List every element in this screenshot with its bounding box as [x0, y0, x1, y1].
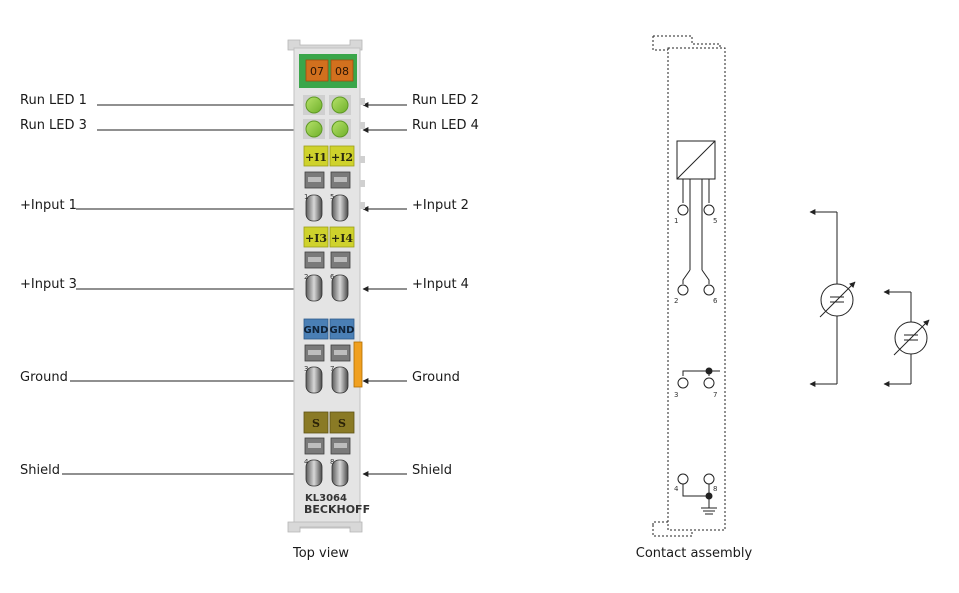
label-input-2: +Input 2: [412, 198, 469, 213]
tag-shield-1: [303, 411, 329, 434]
run-led-1: [305, 96, 323, 114]
tag-i2: [329, 145, 355, 167]
label-ground-right: Ground: [412, 370, 460, 385]
caption-top-view: Top view: [292, 546, 350, 561]
header-label-08: 08: [335, 65, 349, 78]
label-run-led-3: Run LED 3: [20, 118, 87, 133]
run-led-3: [305, 120, 323, 138]
caption-contact-assembly: Contact assembly: [635, 546, 753, 561]
label-run-led-4: Run LED 4: [412, 118, 479, 133]
current-source-2: [883, 289, 930, 387]
schem-num-7: 7: [713, 391, 717, 399]
contact-2: [677, 284, 689, 296]
tag-gnd-2-text: GND: [330, 325, 355, 336]
header-label-07: 07: [310, 65, 324, 78]
brand-logo: BECKHOFF: [304, 503, 370, 516]
schem-num-4: 4: [674, 485, 679, 493]
schem-num-5: 5: [713, 217, 717, 225]
tag-i1-text: +I1: [305, 151, 327, 164]
tag-shield-1-text: S: [312, 417, 320, 430]
module-num-8: 8: [330, 458, 334, 466]
tag-i1: [303, 145, 329, 167]
run-leds: [303, 95, 351, 139]
leader-lines: [62, 102, 407, 477]
module-num-4: 4: [304, 458, 309, 466]
tag-i4: [329, 226, 355, 248]
label-shield-right: Shield: [412, 463, 452, 478]
label-input-4: +Input 4: [412, 277, 469, 292]
housing-outline: [667, 47, 726, 531]
tag-gnd-1: [303, 318, 329, 340]
header-tag-08: [330, 59, 354, 82]
model-number: KL3064: [305, 493, 347, 504]
ground-contact-bar: [353, 341, 363, 388]
tag-i2-text: +I2: [331, 151, 353, 164]
schem-num-6: 6: [713, 297, 718, 305]
schem-num-8: 8: [713, 485, 717, 493]
tag-i3-text: +I3: [305, 232, 327, 245]
tag-i3: [303, 226, 329, 248]
run-led-4: [331, 120, 349, 138]
module-num-2: 2: [304, 273, 308, 281]
tag-gnd-2: [329, 318, 355, 340]
tag-i4-text: +I4: [331, 232, 353, 245]
module-num-5: 5: [330, 193, 334, 201]
tag-shield-2-text: S: [338, 417, 346, 430]
module-num-3: 3: [304, 365, 308, 373]
schem-num-1: 1: [674, 217, 678, 225]
label-run-led-1: Run LED 1: [20, 93, 87, 108]
tag-gnd-1-text: GND: [304, 325, 329, 336]
header-tag-07: [305, 59, 329, 82]
earth-icon: [701, 507, 717, 515]
contact-8: [703, 473, 715, 485]
module-num-6: 6: [330, 273, 335, 281]
contact-5: [703, 204, 715, 216]
label-run-led-2: Run LED 2: [412, 93, 479, 108]
module-num-7: 7: [330, 365, 334, 373]
tag-shield-2: [329, 411, 355, 434]
current-source-1: [809, 209, 856, 387]
contact-assembly-schematic: [652, 35, 726, 537]
spring-terminals: [304, 171, 351, 487]
terminal-module: 07 08 +I1 +I2 +I3 +I4 GND GND S: [287, 39, 370, 533]
label-input-1: +Input 1: [20, 198, 77, 213]
module-num-1: 1: [304, 193, 308, 201]
contact-3: [677, 377, 689, 389]
schem-num-2: 2: [674, 297, 678, 305]
converter-diagonal: [676, 140, 716, 180]
side-ridges: [360, 98, 365, 209]
run-led-2: [331, 96, 349, 114]
contact-4: [677, 473, 689, 485]
schem-num-3: 3: [674, 391, 678, 399]
bridge-node-37: [705, 367, 713, 375]
label-shield-left: Shield: [20, 463, 60, 478]
contact-6: [703, 284, 715, 296]
contact-1: [677, 204, 689, 216]
contact-7: [703, 377, 715, 389]
label-ground-left: Ground: [20, 370, 68, 385]
label-input-3: +Input 3: [20, 277, 77, 292]
